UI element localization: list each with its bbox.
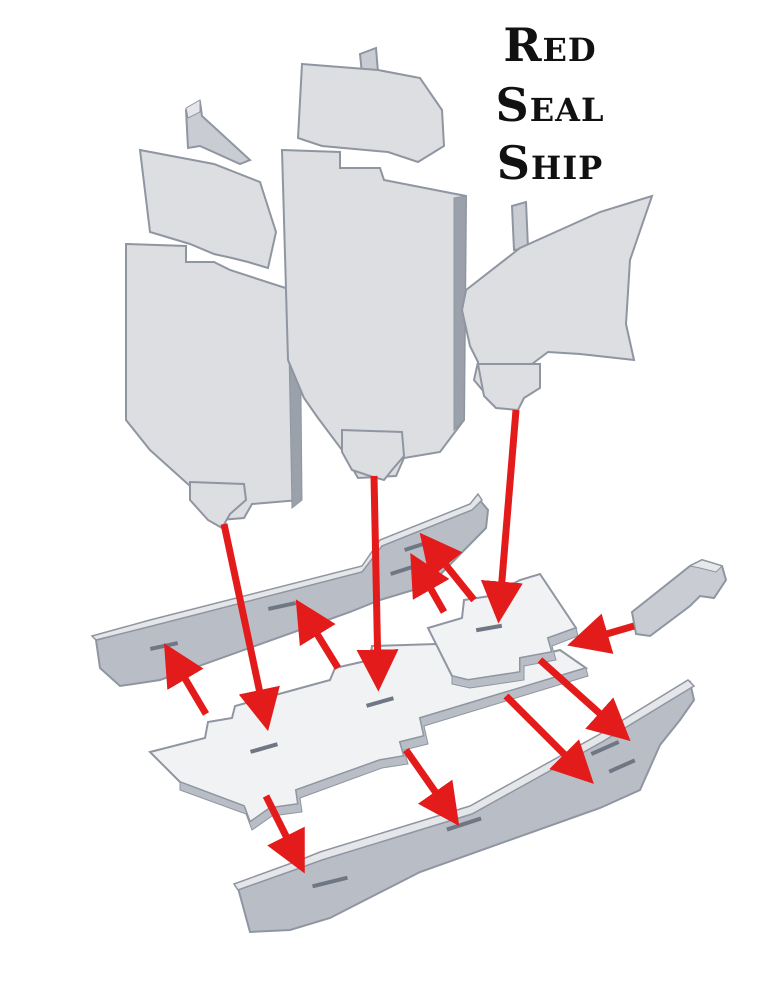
- hull-front-slot-2: [446, 816, 482, 832]
- sail-right: [460, 194, 654, 412]
- hull-back-slot-2: [267, 601, 297, 611]
- bowsprit: [630, 558, 728, 638]
- hull-front-slot-1: [312, 875, 348, 889]
- title-line-1: Red: [503, 18, 597, 72]
- arrow-rear-deck-to-back-hull-2: [410, 552, 450, 614]
- title-line-3: Ship: [496, 136, 604, 190]
- hull-front-slot-4: [608, 758, 636, 774]
- hull-back-slot-4: [390, 564, 416, 576]
- arrow-deck-to-back-hull-2: [295, 599, 341, 670]
- title-line-2: Seal: [495, 78, 605, 132]
- deck-rear-slot: [475, 623, 503, 633]
- arrow-deck-to-back-hull-1: [164, 643, 210, 716]
- arrow-deck-to-front-hull-3: [503, 693, 594, 784]
- arrow-middle-sail-to-deck: [356, 475, 399, 692]
- arrow-left-sail-to-deck: [220, 523, 280, 732]
- arrow-right-sail-to-rear-deck: [480, 409, 523, 624]
- arrow-deck-to-front-hull-2: [403, 747, 460, 827]
- deck-rear: [426, 572, 579, 689]
- arrow-deck-to-front-hull-1: [262, 794, 305, 874]
- arrow-bowsprit-to-rear-deck: [567, 613, 635, 654]
- sail-left: [125, 99, 303, 530]
- hull-front-slot-3: [590, 740, 620, 756]
- deck-main-slot-1: [249, 742, 279, 754]
- hull-back: [90, 492, 490, 688]
- assembly-arrows: [164, 409, 635, 874]
- arrow-rear-deck-to-front-hull: [537, 657, 631, 742]
- deck-main-slot-2: [365, 696, 395, 708]
- sail-middle: [280, 46, 468, 482]
